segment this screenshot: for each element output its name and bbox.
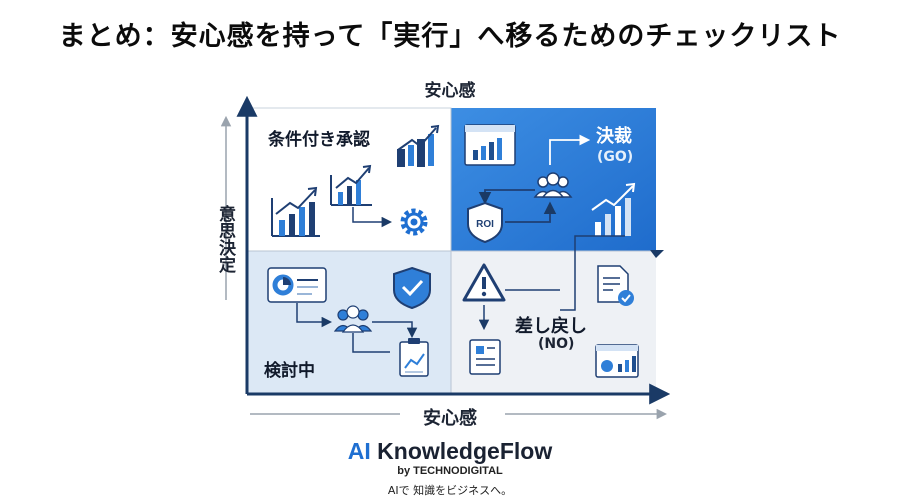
dashboard-icon — [464, 124, 516, 166]
quadrant-label-conditional: 条件付き承認 — [268, 130, 370, 150]
brand-name: KnowledgeFlow — [377, 438, 553, 464]
x-axis-label: 安心感 — [423, 408, 477, 429]
quadrant-sub-no: (NO) — [538, 336, 575, 352]
dashboard-icon — [595, 344, 639, 378]
shield-icon — [467, 201, 503, 244]
brand-tagline: AIで 知識をビジネスへ。 — [387, 484, 513, 497]
quadrant-label-rejected: 差し戻し — [515, 316, 587, 337]
chart-icon — [591, 182, 636, 236]
y-axis-label: 安心感 — [424, 81, 476, 101]
warning-icon — [462, 263, 506, 302]
document-icon — [469, 339, 501, 375]
brand-ai: AI — [347, 438, 371, 464]
people-icon — [533, 172, 573, 198]
quadrant-label-reviewing: 検討中 — [264, 361, 315, 381]
people-icon — [333, 305, 373, 333]
report-icon — [267, 267, 327, 303]
gear-icon — [400, 208, 428, 236]
chart-icon — [397, 124, 440, 167]
quadrant-sub-go: (GO) — [597, 149, 634, 165]
shield-check-icon — [393, 266, 431, 310]
brand-by: by TECHNODIGITAL — [397, 465, 503, 477]
page-title: まとめ：安心感を持って「実行」へ移るためのチェックリスト — [58, 21, 842, 52]
left-axis-label: 意思決定 — [215, 205, 235, 273]
document-check-icon — [597, 265, 634, 306]
chart-icon — [330, 164, 372, 206]
roi-label: ROI — [476, 219, 494, 230]
brand-logo: AI KnowledgeFlow — [0, 438, 900, 465]
chart-icon — [271, 186, 320, 237]
clipboard-icon — [399, 338, 429, 377]
quadrant-label-approval: 決裁 — [596, 126, 632, 147]
